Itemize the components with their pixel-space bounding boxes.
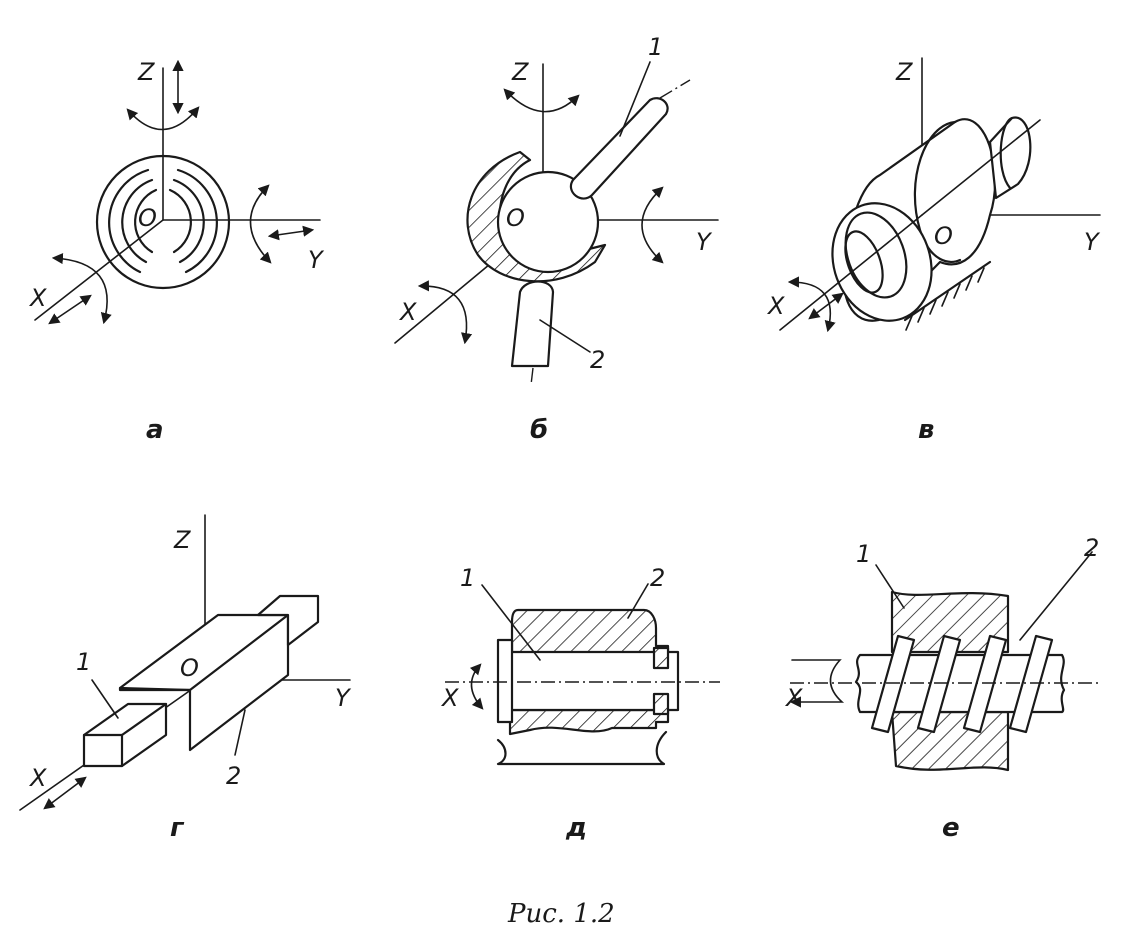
panel-b-rod-2 xyxy=(510,280,555,368)
panel-a: Z Y X O а xyxy=(28,58,325,445)
panel-d-part-1-label: 1 xyxy=(460,564,475,592)
panel-g-part-1-label: 1 xyxy=(76,648,91,676)
panel-v-axis-x-label: X xyxy=(766,292,785,320)
panel-e-threads xyxy=(870,634,1054,734)
panel-v-shaft-right xyxy=(988,116,1032,200)
panel-e-nut-bottom xyxy=(890,710,1010,772)
panel-v-axis-z-label: Z xyxy=(895,58,913,86)
panel-g-axis-z-label: Z xyxy=(173,526,191,554)
panel-a-rotation-arrows xyxy=(48,59,315,325)
panel-g: Z Y X O 1 2 г xyxy=(19,514,352,843)
panel-g-guide-block xyxy=(118,613,290,752)
panel-b-caption: б xyxy=(530,415,548,445)
panel-g-axis-y-label: Y xyxy=(335,684,352,712)
panel-v-front-face xyxy=(831,202,933,322)
panel-e-caption: е xyxy=(942,813,960,843)
panel-b-ball xyxy=(496,170,600,274)
panel-v-caption: в xyxy=(918,415,934,445)
panel-v-origin-label: O xyxy=(934,222,953,250)
panel-b-part-1-label: 1 xyxy=(648,33,663,61)
panel-v-ground-hatch xyxy=(903,260,992,331)
panel-b-axis-y-label: Y xyxy=(696,228,713,256)
panel-g-slider-rod xyxy=(82,594,320,768)
panel-a-axis-x-label: X xyxy=(28,284,47,312)
panel-e-part-2-label: 2 xyxy=(1084,534,1099,562)
panel-a-sphere xyxy=(95,154,231,290)
panel-e-axis-x-label: X xyxy=(784,684,803,712)
panel-a-axis-z-label: Z xyxy=(137,58,155,86)
panel-b: Z Y X O 1 2 б xyxy=(394,33,719,445)
panel-v-rotation-arrows xyxy=(787,276,844,333)
panel-a-axis-y-label: Y xyxy=(308,246,325,274)
panel-b-axis-x-label: X xyxy=(398,298,417,326)
panel-e-nut-top xyxy=(890,590,1010,654)
panel-a-sphere-arcs xyxy=(108,168,218,274)
panel-g-origin-label: O xyxy=(180,654,199,682)
panel-b-part-2-label: 2 xyxy=(590,346,605,374)
figure-caption: Рис. 1.2 xyxy=(507,899,615,929)
panel-b-rotation-arrows xyxy=(417,88,664,345)
panel-b-origin-label: O xyxy=(506,204,525,232)
panel-d: X 1 2 д xyxy=(440,564,720,843)
panel-d-axis-x-label: X xyxy=(440,684,459,712)
panel-d-housing-bottom xyxy=(508,708,670,736)
panel-e: X 1 2 е xyxy=(784,534,1099,843)
panel-d-shaft xyxy=(508,650,680,712)
panel-g-axis-x-label: X xyxy=(28,764,47,792)
panel-v: Z Y X O в xyxy=(766,57,1101,445)
panel-v-axis-y-label: Y xyxy=(1084,228,1101,256)
panel-g-part-2-label: 2 xyxy=(226,762,241,790)
panel-g-caption: г xyxy=(170,813,185,843)
panel-b-rod-1 xyxy=(570,97,669,200)
panel-a-origin-label: O xyxy=(138,204,157,232)
panel-e-part-1-label: 1 xyxy=(856,540,871,568)
panel-b-axis-z-label: Z xyxy=(511,58,529,86)
panel-d-caption: д xyxy=(565,813,587,843)
panel-a-caption: а xyxy=(146,415,164,445)
panel-d-part-2-label: 2 xyxy=(650,564,665,592)
